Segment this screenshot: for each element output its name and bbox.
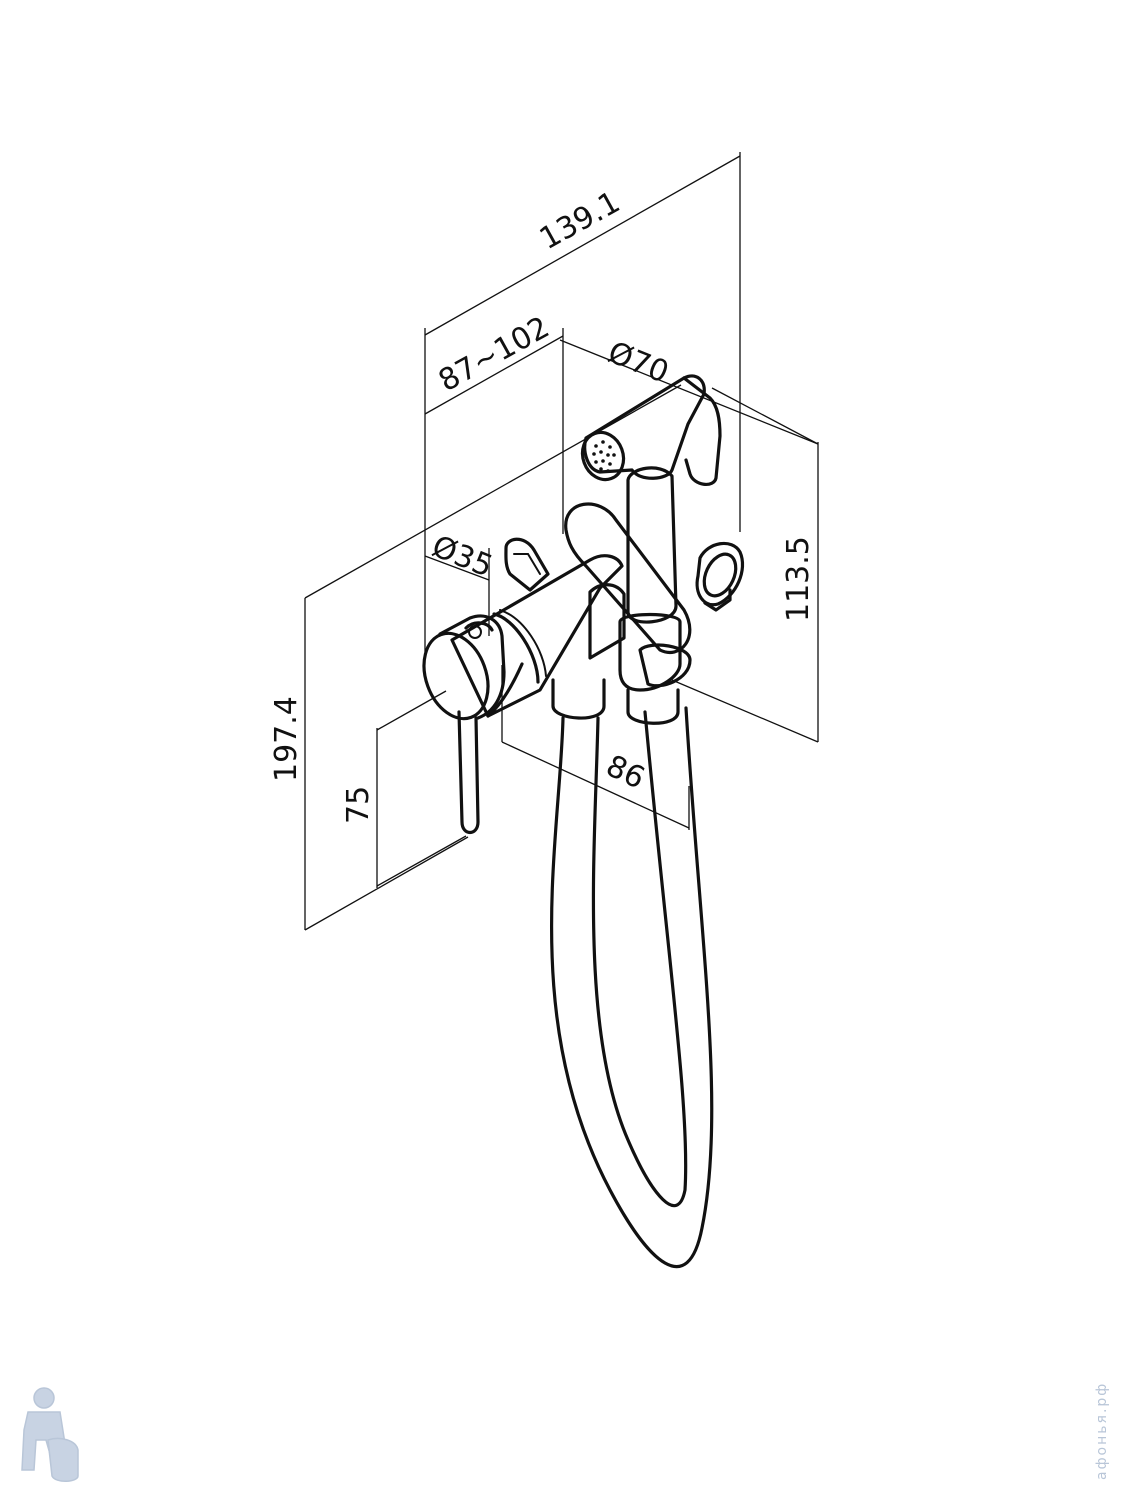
body-length-label: 86 <box>601 749 650 797</box>
faucet-assembly <box>422 374 745 1269</box>
hose-outer <box>549 706 714 1269</box>
dimension-lines <box>304 152 819 931</box>
holder-ring-base <box>703 588 732 612</box>
body-front-edge <box>486 662 524 718</box>
wall-flange <box>564 502 692 654</box>
height-right-label: 113.5 <box>781 536 816 622</box>
body-ring-groove-2 <box>499 609 547 677</box>
holder-ring-outer <box>695 541 745 607</box>
lever <box>457 710 480 835</box>
flange-diameter-label: Ø70 <box>603 335 673 391</box>
left-hose-nut <box>551 678 606 720</box>
plumber-logo <box>21 1387 79 1482</box>
holder-ring-inner <box>702 552 738 598</box>
handle-top-mark <box>464 621 494 632</box>
nozzle-holes <box>592 440 616 473</box>
left-bracket <box>504 537 550 592</box>
handle-knob-body <box>438 614 506 720</box>
riser <box>588 583 626 660</box>
watermark-site: афонья.рф <box>1094 1382 1110 1480</box>
lever-length-label: 75 <box>341 786 376 824</box>
handle-indicator <box>468 625 482 639</box>
body-ring-groove <box>492 612 540 684</box>
nozzle-face <box>580 430 626 482</box>
hose-inner <box>591 710 688 1208</box>
main-body <box>450 554 624 718</box>
dimension-labels: 139.1 87~102 Ø70 Ø35 113.5 197.4 75 86 <box>269 185 816 824</box>
sprayer-handle <box>626 466 678 624</box>
left-bracket-inner <box>513 553 541 575</box>
riser-collar-band <box>638 643 692 688</box>
right-hose-nut <box>626 688 680 725</box>
handle-diameter-label: Ø35 <box>427 529 497 585</box>
sprayer-head <box>583 374 706 480</box>
sprayer-side-clip <box>682 376 722 486</box>
watermark: афонья.рф <box>21 1382 1110 1482</box>
overall-height-label: 197.4 <box>269 696 304 782</box>
depth-range-label: 87~102 <box>433 310 555 399</box>
riser-collar <box>618 612 682 692</box>
overall-width-label: 139.1 <box>534 185 626 257</box>
